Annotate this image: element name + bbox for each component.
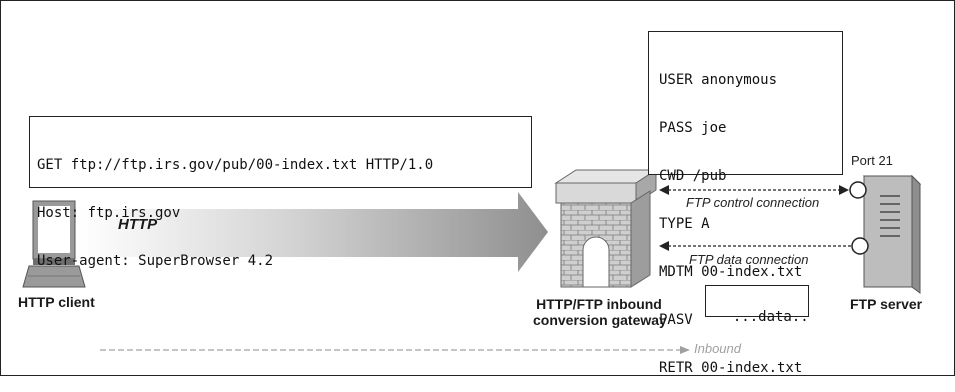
inbound-label: Inbound [694,341,741,356]
control-connection-label: FTP control connection [686,195,820,210]
ftp-command-line: USER anonymous [659,72,778,88]
ftp-command-line: PASV [659,312,693,328]
diagram-graphics [0,0,955,376]
data-transfer-box: ...data.. [705,285,809,325]
computer-icon [22,200,86,288]
http-arrow [78,192,548,272]
port-21-label: Port 21 [851,153,893,168]
port-21-circle [849,181,867,199]
http-client-label: HTTP client [18,294,95,310]
data-box-text: ...data.. [732,309,809,325]
ftp-server-label: FTP server [850,296,923,312]
ftp-control-connection-arrow [659,185,849,195]
server-icon [849,174,922,294]
gateway-arch-icon [554,169,658,288]
ftp-command-line: CWD /pub [659,168,727,184]
http-arrow-label: HTTP [118,216,158,233]
request-line: Host: ftp.irs.gov [37,205,181,221]
inbound-arrow [100,346,690,354]
ftp-data-connection-arrow [659,241,852,251]
data-connection-label: FTP data connection [689,252,809,267]
http-request-box: GET ftp://ftp.irs.gov/pub/00-index.txt H… [29,116,532,269]
request-line: User-agent: SuperBrowser 4.2 [37,253,274,269]
ftp-command-line: PASS joe [659,120,727,136]
ftp-commands-box: USER anonymous PASS joe CWD /pub TYPE A … [648,31,843,376]
gateway-label-line1: HTTP/FTP inbound [536,296,662,312]
gateway-label-line2: conversion gateway [533,312,667,328]
ftp-command-line: TYPE A [659,216,710,232]
data-port-circle [851,237,869,255]
ftp-command-line: MDTM 00-index.txt [659,264,803,280]
gateway-label: HTTP/FTP inbound conversion gateway [533,296,667,328]
request-line: GET ftp://ftp.irs.gov/pub/00-index.txt H… [37,157,434,173]
ftp-command-line: RETR 00-index.txt [659,360,803,376]
